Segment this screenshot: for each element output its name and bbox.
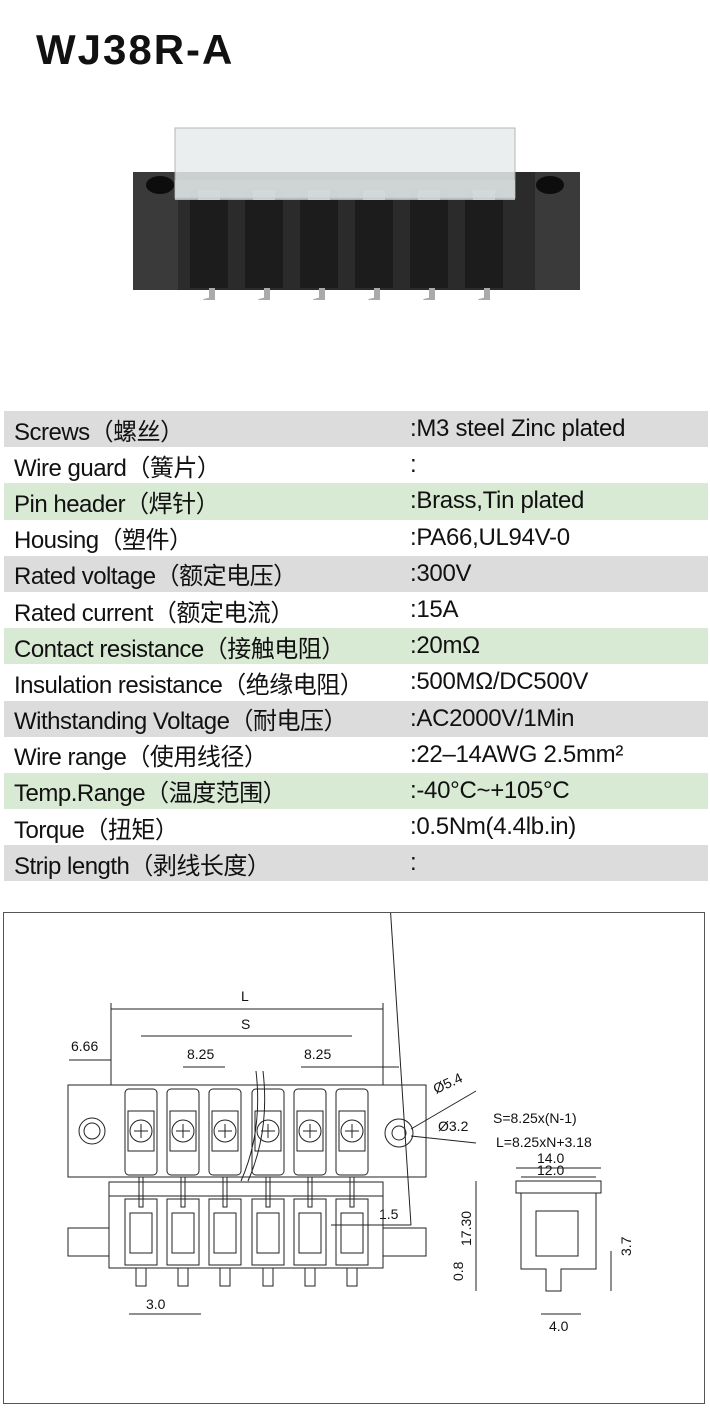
spec-label: Insulation resistance（绝缘电阻） — [14, 671, 364, 699]
pin — [180, 1176, 186, 1208]
spec-row: Wire guard（簧片）: — [4, 447, 708, 484]
dim-width-outer: 14.0 — [537, 1150, 564, 1166]
screw-icon — [256, 1119, 280, 1143]
spec-label: Torque（扭矩） — [14, 816, 179, 844]
mount-hole-right — [384, 1118, 414, 1148]
dimension-drawing: L S 6.66 8.25 8.25 Ø5.4 Ø3.2 S=8.25x(N-1… — [3, 0, 705, 1404]
top-view-body — [67, 1084, 427, 1178]
terminal-cell — [300, 188, 338, 288]
terminal-cell — [355, 188, 393, 288]
dim-pin-length: 3.7 — [618, 1236, 634, 1256]
spec-label: Withstanding Voltage（耐电压） — [14, 708, 347, 736]
dim-hole-inner: Ø3.2 — [438, 1118, 469, 1134]
spec-row: Insulation resistance（绝缘电阻） :500MΩ/DC500V — [4, 664, 708, 701]
terminal-cell — [245, 188, 283, 288]
spec-label: Screws（螺丝） — [14, 418, 184, 446]
terminal-cell — [335, 1088, 369, 1176]
screw-icon — [340, 1119, 364, 1143]
screw-icon — [171, 1119, 195, 1143]
terminal-cell — [410, 188, 448, 288]
pin — [307, 1176, 313, 1208]
spec-row: Pin header（焊针） :Brass,Tin plated — [4, 483, 708, 520]
terminal-cell — [166, 1088, 200, 1176]
spec-row: Housing（塑件） :PA66,UL94V-0 — [4, 519, 708, 556]
pin — [349, 1176, 355, 1208]
spec-value: :Brass,Tin plated — [410, 487, 585, 515]
spec-label: Rated current（额定电流） — [14, 599, 294, 627]
spec-row: Rated voltage（额定电压） :300V — [4, 555, 708, 592]
spec-value: :300V — [410, 559, 472, 587]
dim-pin-pitch-b: 3.0 — [146, 1296, 166, 1312]
dim-side-pin: 4.0 — [549, 1318, 569, 1334]
terminal-cell — [251, 1088, 285, 1176]
spec-row: Rated current（额定电流） :15A — [4, 591, 708, 629]
pin — [138, 1176, 144, 1208]
spec-value: :PA66,UL94V-0 — [410, 523, 570, 551]
spec-value: :20mΩ — [410, 632, 480, 660]
product-photo — [133, 127, 580, 300]
pin — [222, 1176, 228, 1208]
dim-S: S — [241, 1016, 250, 1032]
spec-label: Wire range（使用线径） — [14, 744, 268, 772]
spec-row: Contact resistance（接触电阻） :20mΩ — [4, 628, 708, 665]
dim-pitch-2: 8.25 — [304, 1046, 331, 1062]
spec-label: Wire guard（簧片） — [14, 454, 221, 482]
spec-row: Screws（螺丝） :M3 steel Zinc plated — [4, 411, 708, 448]
dim-L: L — [241, 988, 249, 1004]
terminal-cell — [293, 1088, 327, 1176]
terminal-cell — [208, 1088, 242, 1176]
terminal-cell — [124, 1088, 158, 1176]
spec-row: Withstanding Voltage（耐电压） :AC2000V/1Min — [4, 700, 708, 737]
spec-row: Strip length（剥线长度）: — [4, 845, 708, 882]
spec-row: Wire range（使用线径） :22–14AWG 2.5mm² — [4, 736, 708, 773]
dim-height: 17.30 — [458, 1211, 474, 1246]
spec-label: Pin header（焊针） — [14, 490, 220, 518]
terminal-cell — [465, 188, 503, 288]
pin — [265, 1176, 271, 1208]
dim-hole-outer: Ø5.4 — [431, 1069, 465, 1096]
spec-value: : — [410, 849, 417, 877]
dim-pin-offset: 0.8 — [450, 1261, 466, 1281]
dim-width-inner: 12.0 — [537, 1162, 564, 1178]
screw-icon — [129, 1119, 153, 1143]
spec-row: Temp.Range（温度范围） :-40°C~+105°C — [4, 772, 708, 810]
screw-icon — [298, 1119, 322, 1143]
spec-label: Rated voltage（额定电压） — [14, 563, 297, 591]
dim-end: 6.66 — [71, 1038, 98, 1054]
spec-label: Strip length（剥线长度） — [14, 852, 271, 880]
spec-value: :M3 steel Zinc plated — [410, 415, 626, 443]
product-title: WJ38R-A — [36, 26, 235, 73]
spec-value: :AC2000V/1Min — [410, 704, 575, 732]
screw-icon — [213, 1119, 237, 1143]
spec-value: : — [410, 451, 417, 479]
dim-pin-width: 1.5 — [379, 1206, 399, 1222]
spec-value: :0.5Nm(4.4lb.in) — [410, 813, 576, 841]
spec-value: :500MΩ/DC500V — [410, 668, 589, 696]
spec-label: Temp.Range（温度范围） — [14, 780, 287, 808]
spec-label: Housing（塑件） — [14, 527, 193, 555]
formula-l: L=8.25xN+3.18 — [496, 1134, 592, 1150]
spec-value: :15A — [410, 596, 459, 624]
mount-hole-left — [78, 1117, 106, 1145]
dim-pitch-1: 8.25 — [187, 1046, 214, 1062]
spec-value: :22–14AWG 2.5mm² — [410, 740, 624, 768]
formula-s: S=8.25x(N-1) — [493, 1110, 577, 1126]
spec-label: Contact resistance（接触电阻） — [14, 635, 345, 663]
spec-value: :-40°C~+105°C — [410, 776, 570, 804]
spec-row: Torque（扭矩） :0.5Nm(4.4lb.in) — [4, 809, 708, 846]
terminal-cell — [190, 188, 228, 288]
